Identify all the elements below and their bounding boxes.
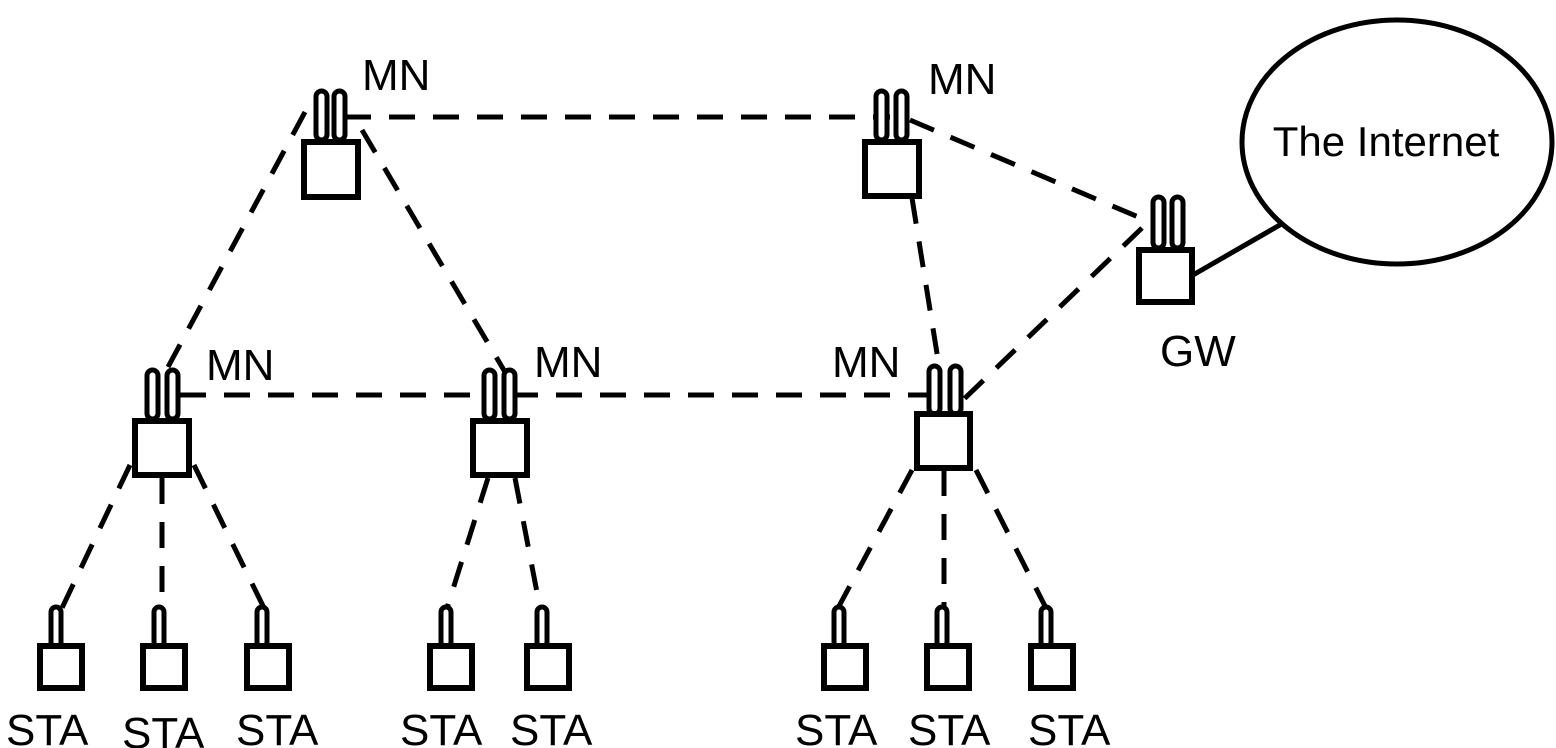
station-2: STA (122, 604, 205, 748)
station-5: STA (510, 604, 593, 748)
link-mn3-sta3 (191, 463, 267, 610)
antenna-icon (934, 604, 950, 650)
station-device-icon (1028, 643, 1076, 691)
antenna-icon (893, 88, 910, 143)
link-mn5-sta8 (973, 468, 1049, 610)
antenna-icon (1169, 194, 1186, 251)
antenna-icon (534, 604, 550, 650)
station-7: STA (908, 604, 991, 748)
link-mn2-mn5 (909, 197, 943, 373)
mesh-node-label: MN (362, 51, 430, 100)
antenna-icon (331, 88, 348, 143)
station-device-icon (244, 643, 292, 691)
gateway-node: GW (1136, 194, 1236, 376)
station-device-icon (140, 643, 188, 691)
station-device-icon (427, 643, 475, 691)
station-label: STA (122, 709, 205, 748)
mesh-node-label: MN (206, 341, 274, 390)
router-icon (301, 139, 361, 200)
antenna-icon (151, 604, 167, 650)
station-label: STA (1028, 706, 1111, 748)
link-mn3-sta1 (59, 463, 133, 610)
station-4: STA (400, 604, 483, 748)
mesh-node-top-right: MN (862, 55, 996, 199)
antenna-icon (1038, 604, 1054, 650)
antenna-icon (254, 604, 270, 650)
router-icon (914, 411, 973, 471)
link-mn4-sta5 (512, 477, 543, 609)
internet-label: The Internet (1273, 118, 1500, 165)
router-icon (132, 418, 192, 478)
gateway-label: GW (1160, 327, 1236, 376)
station-device-icon (821, 643, 869, 691)
station-links (59, 463, 1049, 610)
antenna-icon (164, 367, 181, 422)
mesh-node-top-left: MN (301, 51, 430, 200)
antenna-icon (947, 363, 964, 417)
internet-ellipse (1239, 17, 1555, 267)
station-device-icon (924, 643, 972, 691)
station-1: STA (6, 604, 89, 748)
mesh-node-mid-left: MN (132, 341, 274, 478)
link-mn1-mn4 (359, 128, 508, 374)
link-mn4-sta4 (444, 477, 491, 609)
antenna-icon (926, 363, 943, 417)
mesh-node-mid-right: MN (832, 338, 973, 471)
mesh-node-mid-center: MN (470, 338, 602, 478)
antenna-icon (481, 367, 498, 422)
station-8: STA (1028, 604, 1111, 748)
antenna-icon (501, 367, 518, 422)
link-mn5-sta6 (835, 468, 915, 610)
station-label: STA (400, 706, 483, 748)
link-mn2-gw (909, 117, 1151, 225)
station-6: STA (795, 604, 878, 748)
antenna-icon (1150, 194, 1167, 251)
gw-internet-wire (1191, 219, 1287, 278)
router-icon (862, 139, 922, 199)
station-label: STA (6, 706, 89, 748)
router-icon (470, 418, 530, 478)
station-device-icon (37, 643, 85, 691)
station-label: STA (795, 706, 878, 748)
antenna-icon (144, 367, 161, 422)
station-label: STA (908, 706, 991, 748)
antenna-icon (873, 88, 890, 143)
antenna-icon (313, 88, 330, 143)
mesh-node-label: MN (928, 55, 996, 104)
gateway-router-icon (1136, 247, 1195, 305)
station-label: STA (236, 706, 319, 748)
link-mn1-mn3 (165, 110, 308, 369)
mesh-node-label: MN (832, 338, 900, 387)
station-label: STA (510, 706, 593, 748)
link-gw-mn5 (961, 226, 1144, 402)
internet-cloud: The Internet (1191, 17, 1555, 278)
antenna-icon (48, 604, 64, 650)
mesh-node-label: MN (534, 338, 602, 387)
station-3: STA (236, 604, 319, 748)
antenna-icon (438, 604, 454, 650)
mesh-links (165, 110, 1151, 402)
antenna-icon (831, 604, 847, 650)
station-device-icon (524, 643, 572, 691)
